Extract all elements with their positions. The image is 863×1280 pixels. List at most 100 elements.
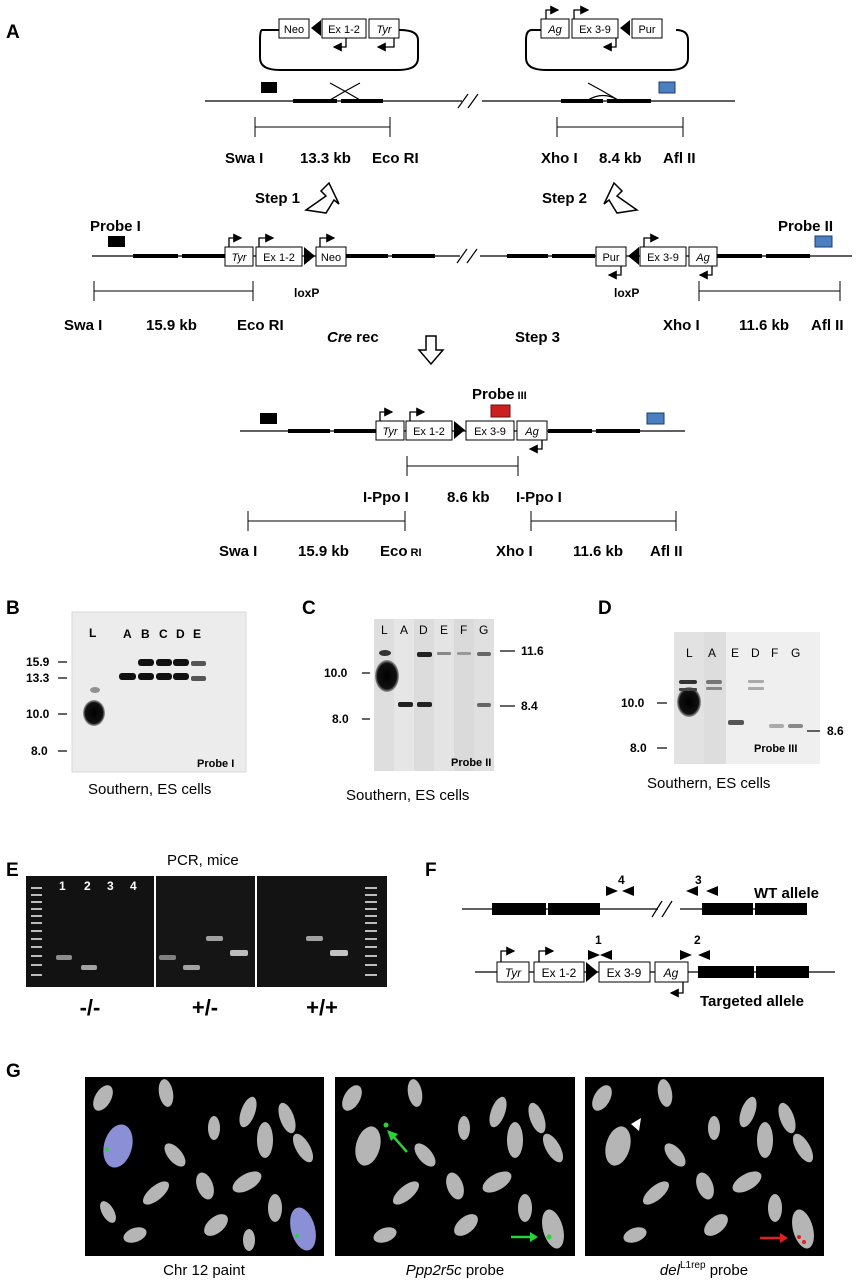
caption: Southern, ES cells	[88, 781, 211, 798]
caption: Southern, ES cells	[346, 787, 469, 804]
enzyme-label: Swa I	[64, 317, 102, 334]
fragment-size-label: 8.6 kb	[447, 489, 490, 506]
step-3-arrow-icon	[417, 335, 445, 366]
panel-letter-d: D	[598, 598, 612, 619]
deleted-allele: Tyr Ex 1-2 Ex 3-9 Ag	[240, 407, 685, 454]
enzyme-label: Eco RI	[237, 317, 284, 334]
loxp-label-left: loxP	[294, 286, 319, 300]
box-ex12: Ex 1-2	[413, 426, 445, 438]
lane-label: B	[141, 627, 150, 641]
fragment-size-label: 15.9 kb	[298, 543, 349, 560]
box-tyr: Tyr	[505, 966, 522, 980]
marker-label: 10.0	[324, 666, 348, 680]
cre-rec-label: Cre rec	[327, 329, 379, 346]
lane-label: D	[419, 623, 428, 637]
pcr-band	[183, 965, 200, 970]
fragment-size-label: 11.6 kb	[573, 543, 623, 560]
wt-map-left: Swa I 13.3 kb Eco RI	[225, 117, 419, 167]
wt-locus	[205, 81, 735, 109]
lane-label: L	[686, 646, 693, 660]
targeted-map-right: Xho I 11.6 kb Afl II	[663, 281, 844, 334]
ladder-left	[31, 887, 42, 976]
lane-label: L	[89, 626, 96, 640]
enzyme-label: Swa I	[225, 150, 263, 167]
marker-label: 8.4	[521, 699, 538, 713]
probe-label: Probe I	[197, 758, 234, 770]
vector-ex12-label: Ex 1-2	[328, 24, 360, 36]
panel-letter-a: A	[6, 22, 20, 43]
step-2-label: Step 2	[542, 190, 587, 207]
caption: Southern, ES cells	[647, 775, 770, 792]
genotype-label: +/-	[192, 995, 218, 1020]
lane-label: F	[460, 623, 467, 637]
pcr-band	[56, 955, 72, 960]
probe-i-marker	[260, 413, 277, 424]
lane-label: 3	[107, 879, 114, 893]
step-1-arrow-icon	[304, 181, 340, 214]
box-ag: Ag	[695, 252, 710, 264]
probe-i-marker	[261, 82, 277, 93]
final-map-right: Xho I 11.6 kb Afl II	[496, 511, 683, 560]
ladder-band	[375, 660, 399, 692]
targeted-map-left: Swa I 15.9 kb Eco RI	[64, 281, 284, 334]
probe-label: Probe III	[754, 743, 797, 755]
band-8-4	[398, 702, 413, 707]
pcr-band	[206, 936, 223, 941]
marker-label: 10.0	[26, 707, 50, 721]
pcr-band	[159, 955, 176, 960]
lane-label: E	[731, 646, 739, 660]
lane-label: A	[708, 646, 716, 660]
southern-blot-d	[674, 632, 820, 764]
lane-label: G	[791, 646, 800, 660]
primer-label: 2	[694, 933, 701, 947]
marker-ticks	[58, 661, 67, 752]
targeted-locus-step1-2: Tyr Ex 1-2 Neo Pur Ex 3-9 Ag	[92, 233, 852, 280]
white-arrowhead-icon	[631, 1118, 641, 1131]
vector-ag-label: Ag	[547, 24, 562, 36]
band-11-6	[417, 652, 432, 657]
green-arrow-icon	[391, 1134, 408, 1153]
box-tyr: Tyr	[231, 252, 247, 264]
panel-letter-e: E	[6, 860, 19, 881]
fragment-size-label: 8.4 kb	[599, 150, 642, 167]
ladder-band	[83, 700, 105, 726]
enzyme-label: Xho I	[496, 543, 533, 560]
box-neo: Neo	[321, 252, 341, 264]
marker-label: 8.0	[630, 741, 647, 755]
probe-i-label: Probe I	[90, 218, 141, 235]
enzyme-label: Xho I	[663, 317, 700, 334]
fragment-size-label: 11.6 kb	[739, 317, 789, 334]
marker-ticks	[657, 702, 820, 749]
box-ex12: Ex 1-2	[542, 966, 577, 980]
probe-ii-marker	[658, 81, 676, 94]
probe-ii-marker	[814, 235, 833, 248]
step-3-label: Step 3	[515, 329, 560, 346]
wt-allele-label: WT allele	[754, 885, 819, 902]
marker-label: 15.9	[26, 655, 50, 669]
wt-map-right: Xho I 8.4 kb Afl II	[541, 117, 696, 167]
pcr-band	[81, 965, 97, 970]
southern-blot-c	[374, 619, 494, 771]
caption-del: delL1rep probe	[660, 1260, 748, 1279]
panel-letter-g: G	[6, 1061, 21, 1082]
box-ex39: Ex 3-9	[607, 966, 642, 980]
step-2-arrow-icon	[603, 181, 639, 214]
fragment-size-label: 13.3 kb	[300, 150, 351, 167]
primer-label: 1	[595, 933, 602, 947]
marker-label: 8.0	[332, 712, 349, 726]
lane-label: C	[159, 627, 168, 641]
panel-letter-c: C	[302, 598, 316, 619]
lane-label: L	[381, 623, 388, 637]
box-ag: Ag	[663, 966, 679, 980]
probe-i-marker	[108, 236, 125, 247]
marker-label: 10.0	[621, 696, 645, 710]
vector-neo-label: Neo	[284, 24, 304, 36]
enzyme-label: Eco RI	[372, 150, 419, 167]
caption-ppp2r5c: Ppp2r5c probe	[406, 1262, 504, 1279]
fish-image-del	[585, 1077, 824, 1256]
crossover-marks	[329, 82, 619, 101]
probe-ii-label: Probe II	[778, 218, 833, 235]
